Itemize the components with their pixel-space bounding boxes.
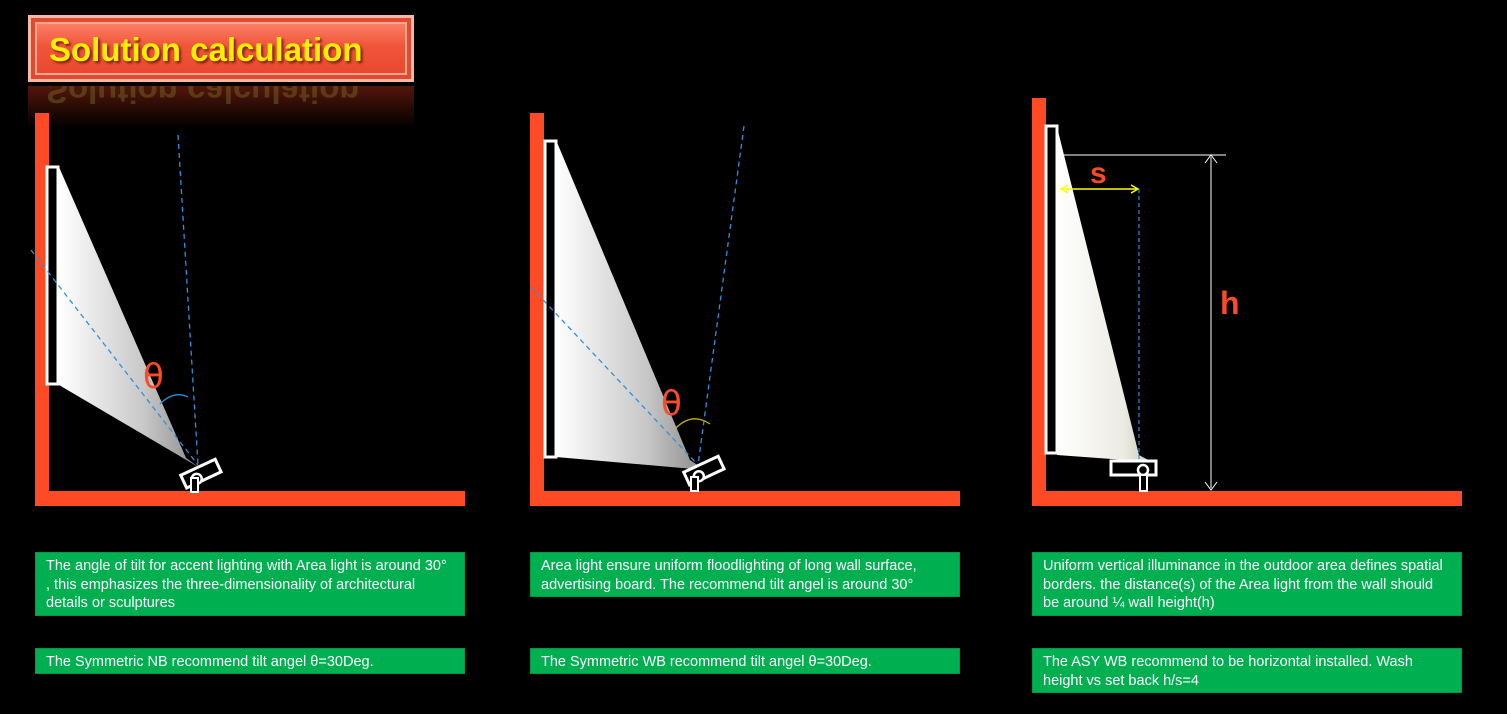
panel-2-ground — [530, 491, 960, 506]
panel-1-description: The angle of tilt for accent lighting wi… — [35, 552, 465, 616]
panel-3-description: Uniform vertical illuminance in the outd… — [1032, 552, 1462, 616]
panel-2-theta-label: θ — [661, 384, 682, 424]
panel-1-ground — [35, 491, 465, 506]
panel-3-wall — [1032, 98, 1046, 506]
panel-3-recommendation: The ASY WB recommend to be horizontal in… — [1032, 648, 1462, 693]
page-title: Solution calculation — [49, 31, 363, 68]
panel-2-light-beam — [556, 140, 705, 470]
panel-3-fixture-icon — [1109, 459, 1158, 477]
panel-2-angle-arc — [675, 418, 711, 429]
panel-3-h-label: h — [1220, 285, 1240, 321]
panel-1-diagram: θ — [30, 113, 465, 506]
panel-3-fixture-knob — [1136, 463, 1150, 477]
panel-1-light-beam — [59, 167, 200, 468]
panel-2-wall — [530, 113, 544, 506]
title-reflection: Solution calculation — [28, 86, 414, 128]
panel-2-recommendation: The Symmetric WB recommend tilt angel θ=… — [530, 648, 960, 674]
panel-3-light-beam — [1057, 127, 1152, 462]
panel-1-wall-panel — [45, 165, 60, 386]
panel-1-aim-line — [30, 249, 199, 466]
panel-3-ground — [1032, 491, 1462, 506]
panel-2-aim-line — [530, 286, 699, 466]
panel-3-fixture-post — [1139, 474, 1148, 492]
panel-2-description: Area light ensure uniform floodlighting … — [530, 552, 960, 597]
panel-3-diagram: s h — [1032, 98, 1462, 506]
panel-1-recommendation: The Symmetric NB recommend tilt angel θ=… — [35, 648, 465, 674]
panel-2-vertical-line — [697, 125, 745, 466]
panel-2-wall-panel — [543, 139, 558, 459]
panel-1-fixture-post — [190, 477, 199, 493]
panel-1-angle-arc — [159, 394, 189, 405]
panel-1-fixture-icon — [178, 457, 224, 490]
panel-1-theta-label: θ — [143, 357, 164, 397]
panel-3-wall-panel — [1044, 124, 1059, 455]
panel-1-vertical-line — [177, 134, 199, 466]
panel-2-diagram: θ — [530, 113, 960, 506]
title-banner: Solution calculation — [28, 15, 414, 82]
panel-3-s-label: s — [1090, 157, 1107, 190]
panel-2-fixture-post — [690, 476, 699, 492]
